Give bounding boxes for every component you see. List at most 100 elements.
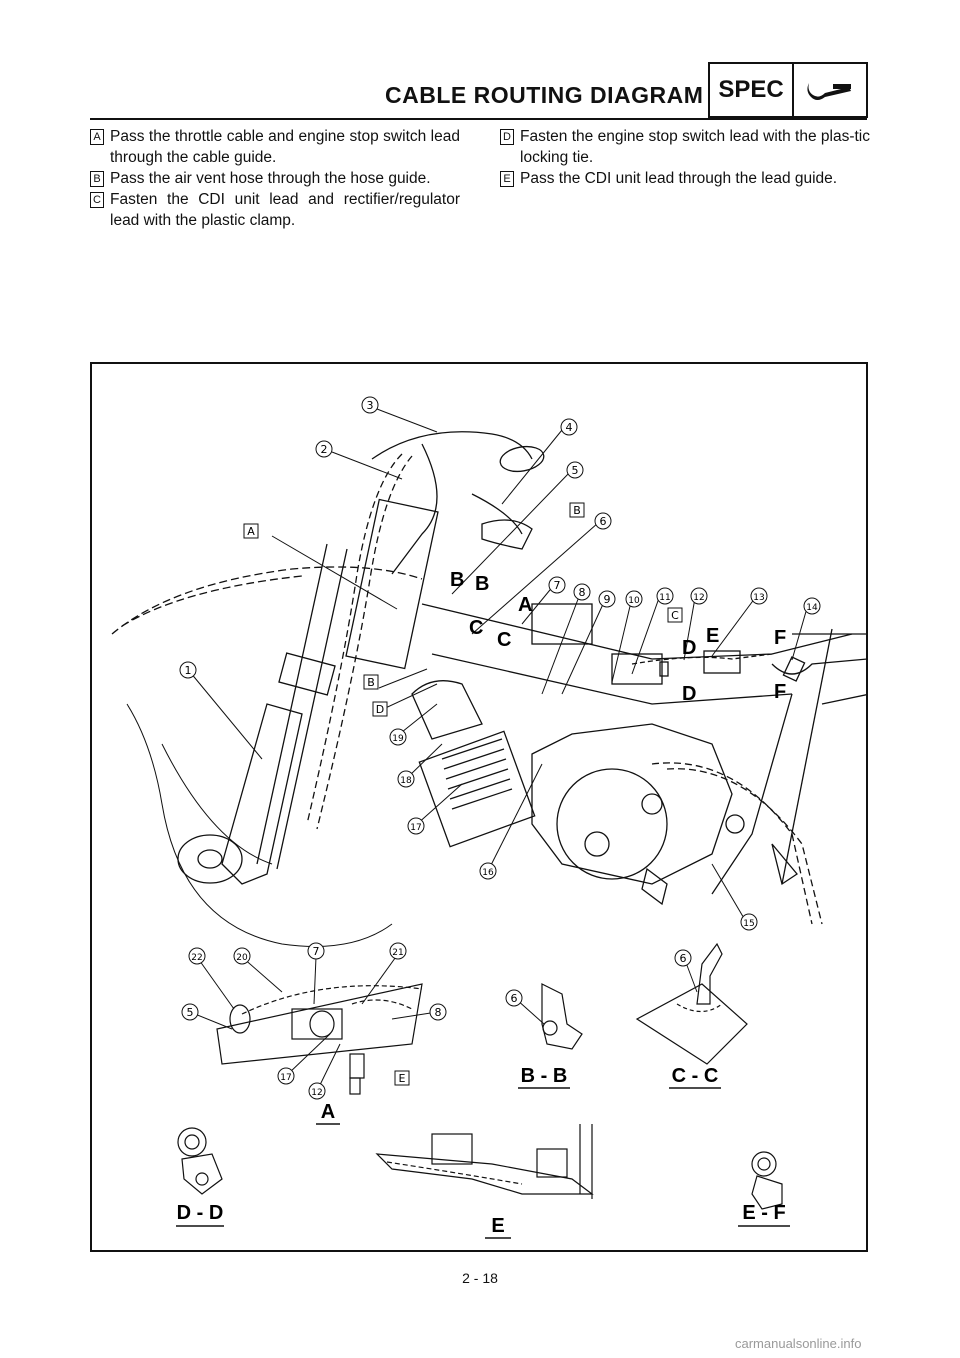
svg-text:E: E — [491, 1215, 504, 1237]
inset-bb-drawing — [541, 983, 583, 1050]
section-title-cc: C - C — [669, 1065, 721, 1089]
inset-e-drawing — [375, 1124, 594, 1199]
note-text: Fasten the engine stop switch lead with … — [520, 128, 870, 166]
callout-16: 16 — [479, 862, 497, 880]
svg-text:6: 6 — [680, 952, 687, 965]
callout-1: 1 — [179, 661, 197, 679]
boxed-letters: A B B C D E — [243, 502, 683, 1086]
svg-text:9: 9 — [604, 593, 611, 606]
motorcycle-illustration: 3 2 4 5 6 7 8 9 10 11 12 13 14 1 19 18 1… — [111, 396, 866, 1239]
svg-text:C: C — [671, 609, 679, 622]
svg-text:20: 20 — [236, 953, 248, 963]
callout-17: 17 — [407, 817, 425, 835]
svg-text:3: 3 — [367, 399, 374, 412]
note-text: Pass the throttle cable and engine stop … — [110, 128, 460, 166]
watermark: carmanualsonline.info — [735, 1336, 862, 1351]
arrow-letter: B — [450, 569, 464, 591]
callout-2: 2 — [315, 440, 333, 458]
note-key: C — [90, 192, 104, 208]
callout-19: 19 — [389, 728, 407, 746]
note-text: Pass the CDI unit lead through the lead … — [520, 170, 838, 187]
svg-text:7: 7 — [554, 579, 561, 592]
callout-8: 8 — [573, 583, 591, 601]
arrow-letter: C — [469, 617, 483, 639]
inset-callout-17: 17 — [277, 1067, 295, 1085]
svg-text:7: 7 — [313, 945, 320, 958]
inset-cc-callout: 6 — [674, 949, 692, 967]
note-key: E — [500, 171, 514, 187]
note-key: B — [90, 171, 104, 187]
svg-text:17: 17 — [280, 1073, 291, 1083]
section-title-ef: E - F — [738, 1202, 790, 1227]
callout-5: 5 — [566, 461, 584, 479]
arrow-letter: F — [774, 681, 786, 703]
callout-6: 6 — [594, 512, 612, 530]
callout-12: 12 — [690, 587, 708, 605]
callout-9: 9 — [598, 590, 616, 608]
svg-text:D - D: D - D — [177, 1202, 224, 1224]
note-key: A — [90, 129, 104, 145]
box-letter-b: B — [569, 502, 585, 518]
svg-text:18: 18 — [400, 776, 412, 786]
arrow-letter: C — [497, 629, 511, 651]
svg-text:1: 1 — [185, 664, 192, 677]
note-key: D — [500, 129, 514, 145]
inset-callout-7: 7 — [307, 942, 325, 960]
svg-text:10: 10 — [628, 596, 640, 606]
callout-group: 3 2 4 5 6 7 8 9 10 11 12 13 14 1 19 18 1… — [179, 396, 821, 931]
callout-11: 11 — [656, 587, 674, 605]
svg-text:B: B — [367, 676, 375, 689]
svg-text:12: 12 — [693, 593, 704, 603]
notes-left: A Pass the throttle cable and engine sto… — [90, 126, 460, 231]
section-title-a: A — [316, 1101, 340, 1125]
box-letter-c: C — [667, 607, 683, 623]
arrow-letter: F — [774, 627, 786, 649]
svg-text:6: 6 — [600, 515, 607, 528]
callout-18: 18 — [397, 770, 415, 788]
inset-a-callouts: 22 20 7 21 5 8 17 12 — [181, 942, 447, 1100]
section-arrow-letters: B B A C C D D E F F — [450, 569, 786, 705]
svg-text:E - F: E - F — [742, 1202, 785, 1224]
box-letter-a: A — [243, 523, 259, 539]
callout-3: 3 — [361, 396, 379, 414]
note-d: D Fasten the engine stop switch lead wit… — [500, 126, 870, 168]
svg-text:19: 19 — [392, 734, 404, 744]
inset-a-drawing — [216, 983, 423, 1095]
svg-text:5: 5 — [187, 1006, 194, 1019]
inset-bb-callout: 6 — [505, 989, 523, 1007]
svg-text:4: 4 — [566, 421, 573, 434]
inset-callout-21: 21 — [389, 942, 407, 960]
spec-badge: SPEC — [708, 62, 868, 118]
svg-text:14: 14 — [806, 603, 818, 613]
note-c: C Fasten the CDI unit lead and rectifier… — [90, 189, 460, 231]
callout-4: 4 — [560, 418, 578, 436]
svg-text:13: 13 — [753, 593, 764, 603]
svg-text:5: 5 — [572, 464, 579, 477]
inset-callout-12: 12 — [308, 1082, 326, 1100]
inset-callout-22: 22 — [188, 947, 206, 965]
section-title-bb: B - B — [518, 1065, 570, 1089]
arrow-letter: A — [518, 594, 532, 616]
callout-15: 15 — [740, 913, 758, 931]
callout-10: 10 — [625, 590, 643, 608]
cable-routing-figure: 3 2 4 5 6 7 8 9 10 11 12 13 14 1 19 18 1… — [90, 362, 868, 1252]
arrow-letter: B — [475, 573, 489, 595]
svg-text:A: A — [321, 1101, 335, 1123]
note-a: A Pass the throttle cable and engine sto… — [90, 126, 460, 168]
box-letter-b: B — [363, 674, 379, 690]
svg-text:A: A — [247, 525, 255, 538]
inset-callout-5: 5 — [181, 1003, 199, 1021]
header-rule — [90, 118, 867, 120]
section-title-e: E — [485, 1215, 511, 1239]
svg-text:B: B — [573, 504, 581, 517]
svg-text:B - B: B - B — [521, 1065, 568, 1087]
inset-callout-8: 8 — [429, 1003, 447, 1021]
inset-a-leaders — [189, 953, 438, 1090]
inset-callout-20: 20 — [233, 947, 251, 965]
svg-text:E: E — [399, 1072, 406, 1085]
arrow-letter: E — [706, 625, 719, 647]
note-text: Fasten the CDI unit lead and rectifier/r… — [110, 191, 460, 229]
svg-text:8: 8 — [579, 586, 586, 599]
svg-text:8: 8 — [435, 1006, 442, 1019]
wrench-icon — [794, 64, 866, 116]
